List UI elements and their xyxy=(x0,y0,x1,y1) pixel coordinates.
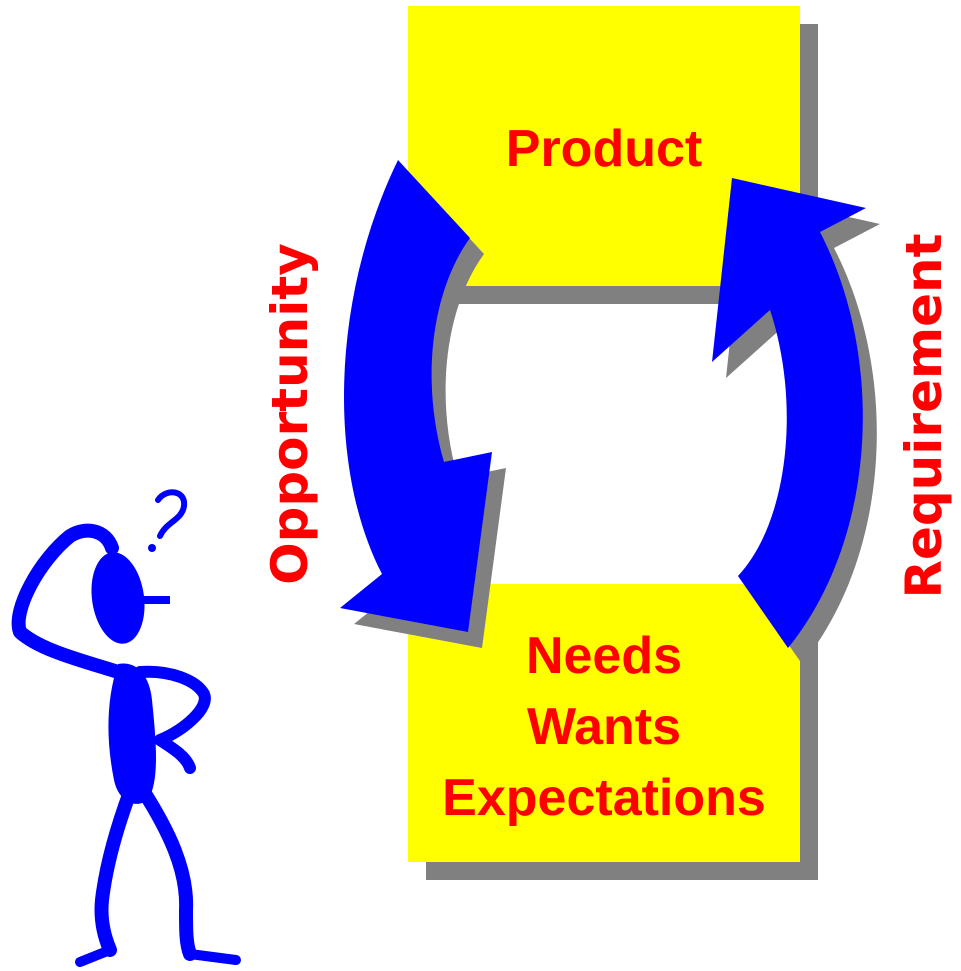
right-arrow xyxy=(712,178,866,648)
wants-label: Wants xyxy=(526,698,682,756)
product-label: Product xyxy=(505,120,703,178)
requirement-label: Requirement xyxy=(895,233,953,599)
question-mark-icon xyxy=(155,489,188,539)
needs-label: Needs xyxy=(525,627,683,685)
expectations-label: Expectations xyxy=(442,769,766,827)
left-arrow xyxy=(340,160,492,632)
opportunity-label: Opportunity xyxy=(261,243,319,585)
confused-person-icon xyxy=(11,489,241,967)
